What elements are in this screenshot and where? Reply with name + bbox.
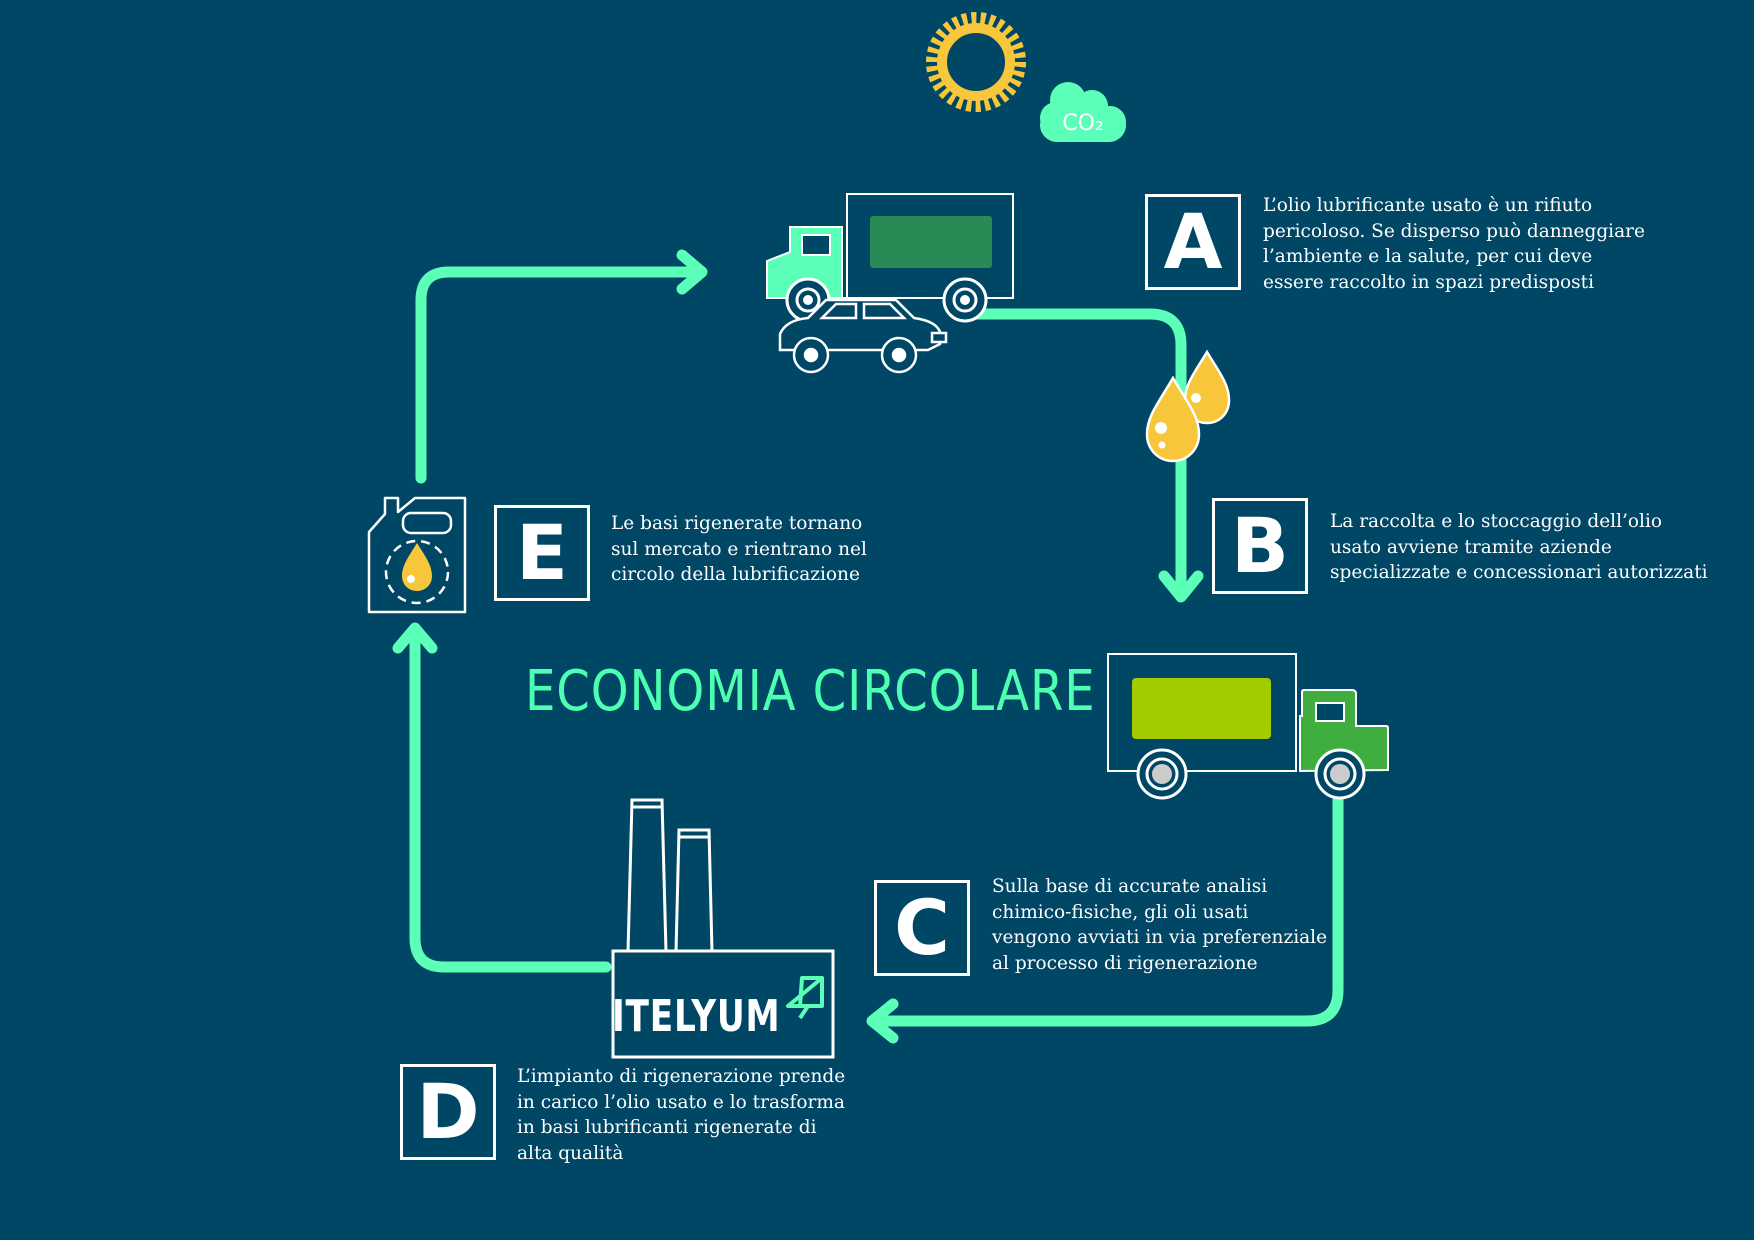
brand-name: ITELYUM: [612, 991, 781, 1042]
step-b-box: B: [1212, 498, 1308, 594]
oil-canister-icon: [367, 496, 467, 614]
arrow-up-icon: [392, 622, 438, 654]
step-d-description: L’impianto di rigenerazione prende in ca…: [517, 1066, 846, 1164]
sun-icon: [926, 12, 1026, 112]
flow-line-e-to-a: [415, 266, 696, 484]
step-a-box: A: [1145, 194, 1241, 290]
arrow-down-icon: [1158, 570, 1204, 603]
flow-line-c-to-d: [874, 794, 1344, 1027]
step-a-description: L’olio lubrificante usato è un rifiuto p…: [1263, 195, 1645, 293]
truck-icon: [1107, 653, 1389, 800]
arrow-right-icon: [676, 249, 708, 295]
oil-drops-icon: [1145, 349, 1231, 463]
arrow-left-icon: [866, 998, 899, 1044]
flow-line-a-to-b: [969, 308, 1187, 596]
car-icon: [778, 298, 948, 374]
step-c-box: C: [874, 880, 970, 976]
step-b-description: La raccolta e lo stoccaggio dell’olio us…: [1330, 511, 1708, 583]
brand-logo-mark: [786, 976, 824, 1020]
co2-label: CO₂: [1062, 111, 1104, 136]
co2-cloud-icon: CO₂: [1040, 82, 1126, 142]
step-e-description: Le basi rigenerate tornano sul mercato e…: [611, 513, 867, 585]
flow-arrows: [392, 249, 1204, 1044]
flow-lines: [409, 266, 1344, 1027]
flow-line-d-to-e: [409, 634, 612, 973]
step-c-description: Sulla base di accurate analisi chimico-f…: [992, 876, 1328, 974]
diagram-title: ECONOMIA CIRCOLARE: [525, 659, 1096, 724]
step-e-box: E: [494, 505, 590, 601]
step-d-box: D: [400, 1064, 496, 1160]
